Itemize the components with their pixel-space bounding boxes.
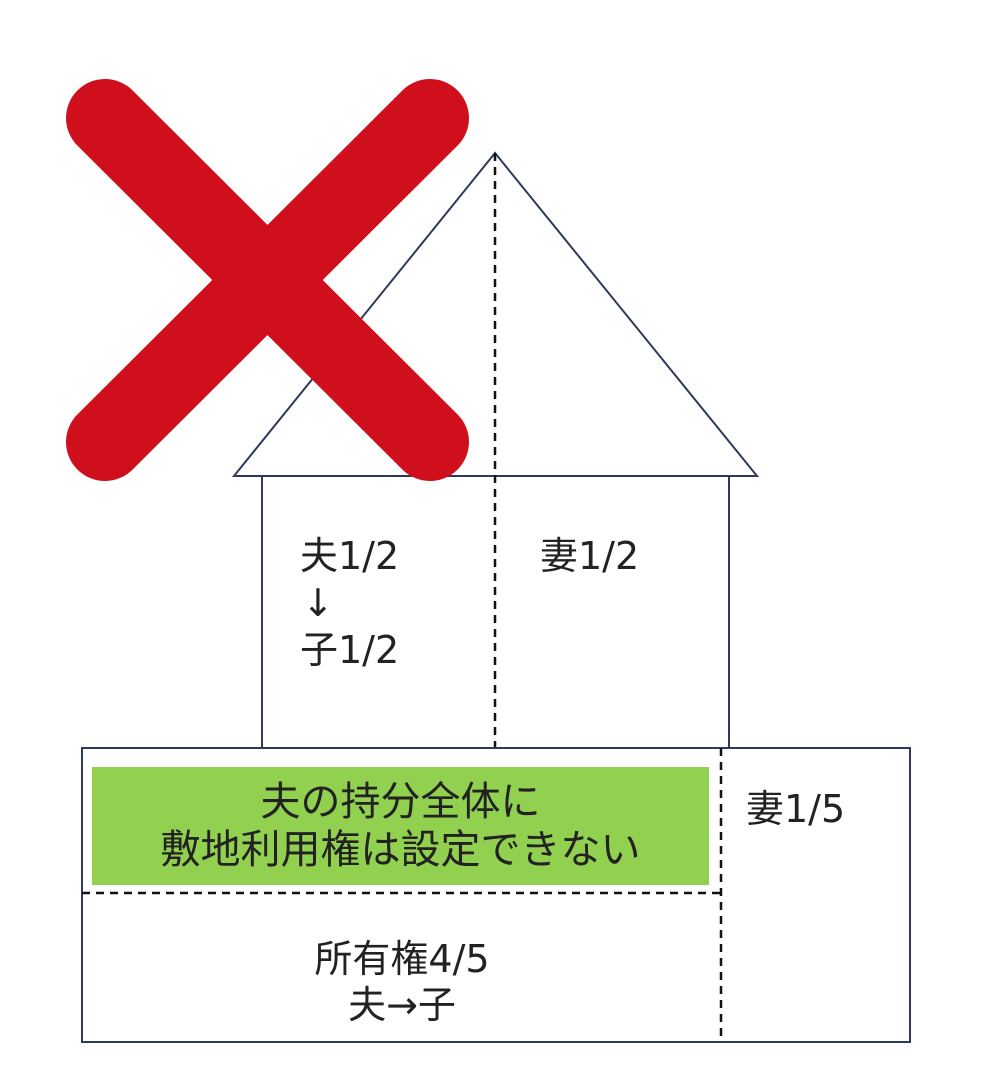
- land-use-right-banner: 夫の持分全体に 敷地利用権は設定できない: [92, 767, 709, 885]
- cross-mark-icon: [66, 79, 469, 481]
- wife-building-share-label: 妻1/2: [540, 534, 640, 578]
- child-share-label: 子1/2: [300, 628, 400, 672]
- husband-share-label: 夫1/2: [300, 534, 400, 578]
- ownership-line-2: 夫→子: [348, 983, 456, 1027]
- ownership-block: 所有権4/5 夫→子: [82, 922, 722, 1042]
- transfer-arrow-label: ↓: [302, 581, 334, 625]
- land-outline: [81, 747, 911, 1043]
- wife-land-share-label: 妻1/5: [746, 787, 846, 831]
- banner-line-2: 敷地利用権は設定できない: [160, 827, 641, 873]
- ownership-line-1: 所有権4/5: [314, 937, 490, 981]
- banner-line-1: 夫の持分全体に: [260, 779, 541, 825]
